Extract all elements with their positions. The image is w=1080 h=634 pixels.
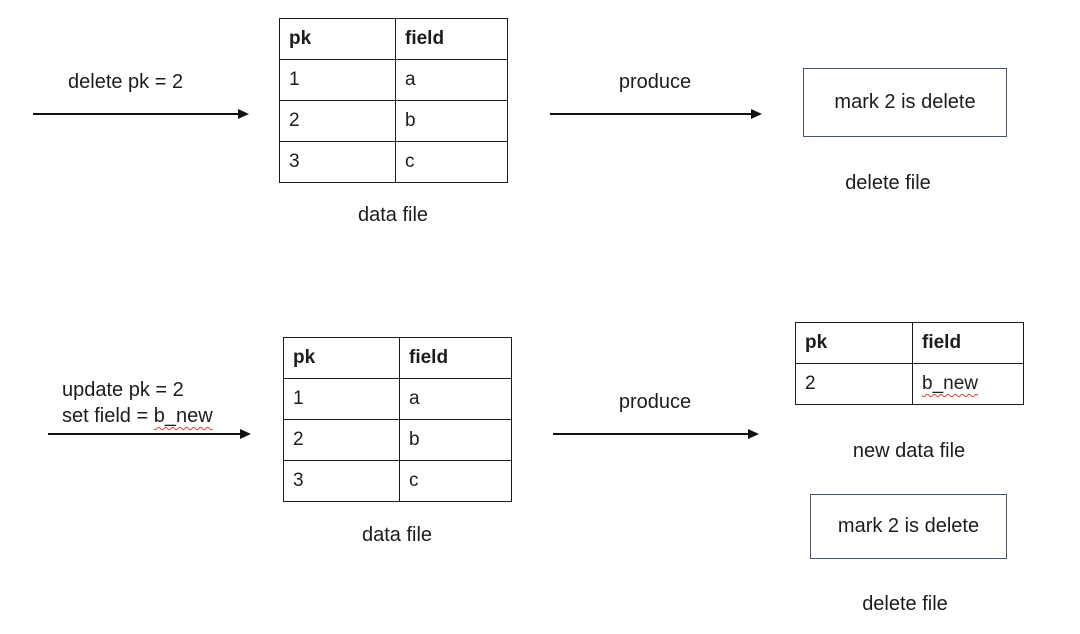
- produce-arrow-bottom: [553, 429, 759, 439]
- data-file-table-top: pk field 1 a 2 b 3 c: [279, 18, 508, 183]
- cell-field: c: [395, 141, 508, 183]
- delete-file-caption-bottom: delete file: [862, 593, 948, 615]
- cell-field: a: [399, 378, 512, 420]
- data-file-caption-top: data file: [357, 204, 429, 226]
- header-field: field: [399, 337, 512, 379]
- table-row: 3 c: [283, 460, 512, 502]
- cell-pk: 2: [279, 100, 396, 142]
- header-field: field: [395, 18, 508, 60]
- delete-file-box-text: mark 2 is delete: [834, 91, 976, 113]
- delete-arrow: [33, 109, 249, 119]
- header-pk: pk: [279, 18, 396, 60]
- header-pk: pk: [283, 337, 400, 379]
- table-header-row: pk field: [795, 322, 1024, 364]
- header-field: field: [912, 322, 1024, 364]
- produce-label-bottom: produce: [618, 391, 692, 413]
- new-data-file-table: pk field 2 b_new: [795, 322, 1024, 405]
- table-row: 1 a: [283, 378, 512, 420]
- cell-pk: 2: [283, 419, 400, 461]
- update-action-text: update pk = 2 set field = b_new: [62, 377, 213, 429]
- delete-file-caption-top: delete file: [845, 172, 931, 194]
- delete-action-text: delete pk = 2: [68, 71, 184, 93]
- table-row: 3 c: [279, 141, 508, 183]
- cell-field: b_new: [912, 363, 1024, 405]
- delete-file-box-bottom: mark 2 is delete: [810, 494, 1007, 559]
- table-row: 2 b: [283, 419, 512, 461]
- b-new-misspelled-cell: b_new: [922, 373, 978, 394]
- set-field-prefix: set field =: [62, 405, 154, 427]
- cell-field: c: [399, 460, 512, 502]
- delete-file-box-top: mark 2 is delete: [803, 68, 1007, 137]
- produce-arrow-top: [550, 109, 762, 119]
- produce-label-top: produce: [618, 71, 692, 93]
- cell-pk: 2: [795, 363, 913, 405]
- table-header-row: pk field: [283, 337, 512, 379]
- b-new-misspelled-word: b_new: [153, 405, 213, 427]
- delete-file-box-text: mark 2 is delete: [837, 515, 980, 537]
- update-action-line-1: update pk = 2: [62, 379, 184, 401]
- table-row: 2 b: [279, 100, 508, 142]
- data-file-table-bottom: pk field 1 a 2 b 3 c: [283, 337, 512, 502]
- table-row: 1 a: [279, 59, 508, 101]
- header-pk: pk: [795, 322, 913, 364]
- update-action-line-2: set field = b_new: [62, 403, 213, 429]
- cell-pk: 1: [279, 59, 396, 101]
- data-file-caption-bottom: data file: [361, 524, 433, 546]
- update-arrow: [48, 429, 251, 439]
- cell-field: b: [395, 100, 508, 142]
- cell-pk: 3: [279, 141, 396, 183]
- cell-pk: 3: [283, 460, 400, 502]
- cell-field: b: [399, 419, 512, 461]
- table-header-row: pk field: [279, 18, 508, 60]
- new-data-file-caption: new data file: [852, 440, 966, 462]
- cell-field: a: [395, 59, 508, 101]
- table-row: 2 b_new: [795, 363, 1024, 405]
- cell-pk: 1: [283, 378, 400, 420]
